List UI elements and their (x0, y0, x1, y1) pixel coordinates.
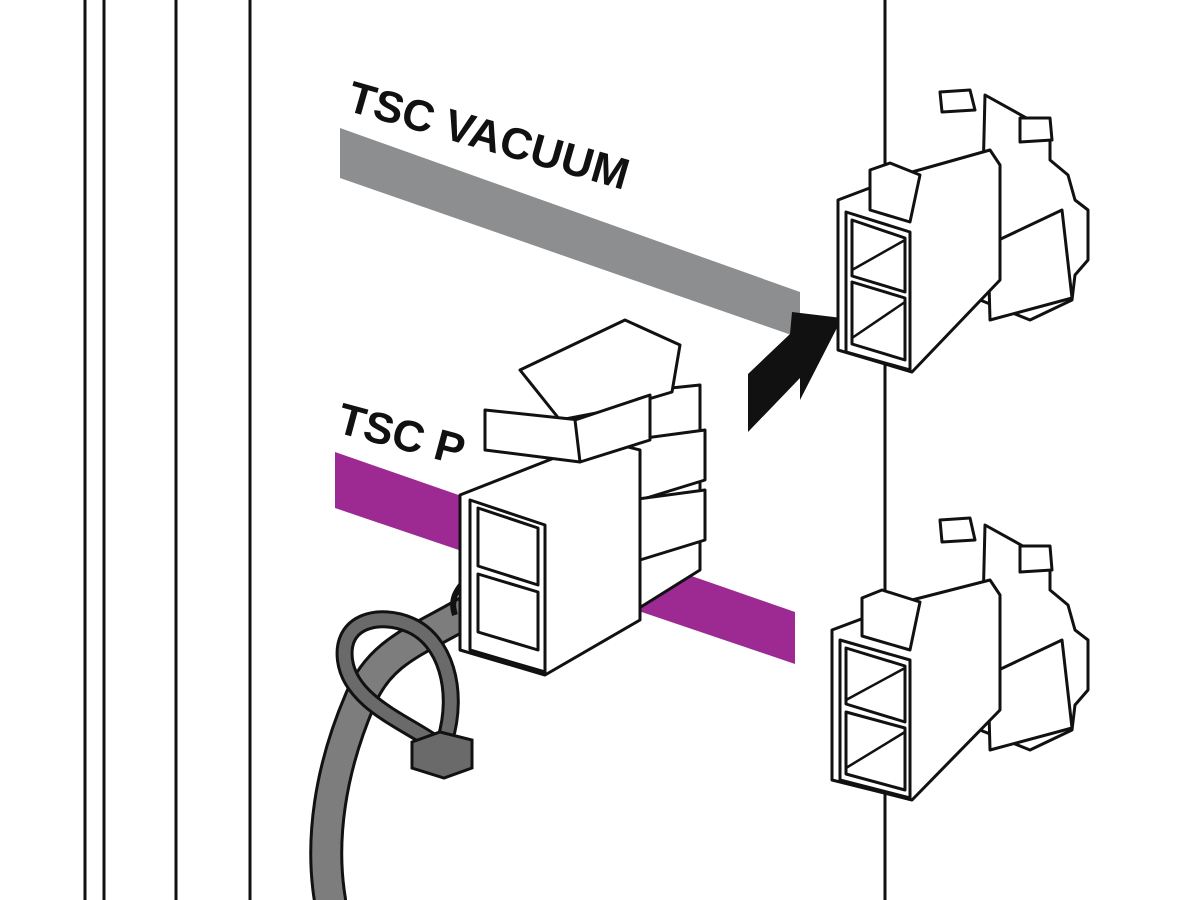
panel-connector-lower (830, 516, 1090, 802)
vacuum-band (340, 128, 800, 338)
frame-rails (83, 0, 252, 900)
vacuum-label-group: TSC VACUUM (340, 73, 800, 338)
plug-connector (458, 318, 707, 677)
insert-arrow-icon (748, 312, 842, 432)
panel-connector-upper (836, 88, 1090, 374)
cable-assembly (309, 527, 518, 900)
cable-tie-head (410, 730, 474, 780)
